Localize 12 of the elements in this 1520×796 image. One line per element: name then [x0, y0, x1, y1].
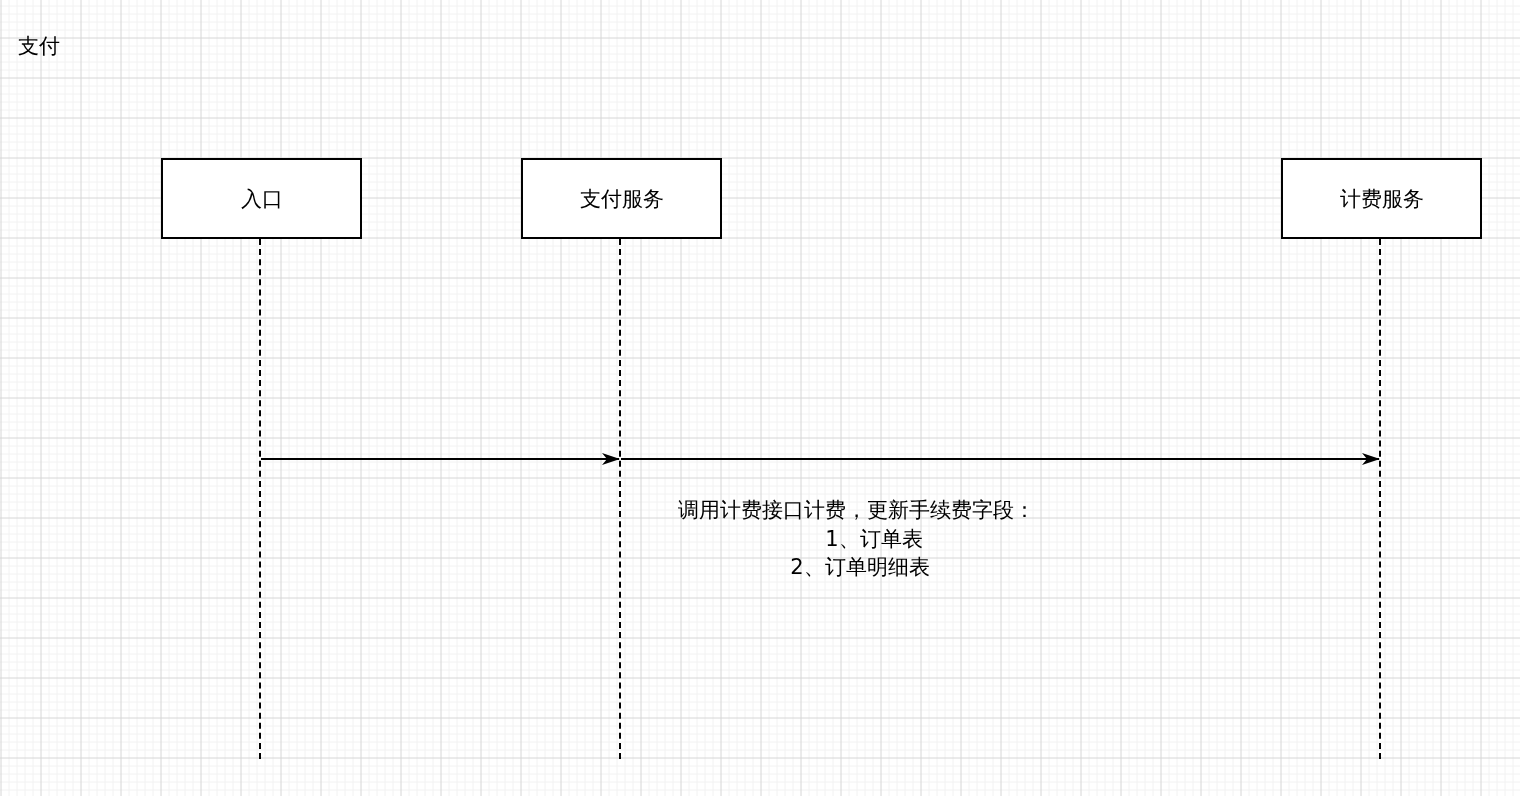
participant-box: 支付服务: [521, 158, 722, 239]
note-text: 2、订单明细表: [790, 554, 930, 581]
diagram-title: 支付: [18, 33, 60, 60]
participant-box: 入口: [161, 158, 362, 239]
message-arrow: [260, 453, 620, 465]
lifeline: [259, 239, 261, 759]
lifeline: [1379, 239, 1381, 759]
note-text: 1、订单表: [825, 526, 923, 553]
note-text: 调用计费接口计费，更新手续费字段：: [677, 497, 1035, 524]
participant-box: 计费服务: [1281, 158, 1482, 239]
lifeline: [619, 239, 621, 759]
message-arrow: [620, 453, 1380, 465]
